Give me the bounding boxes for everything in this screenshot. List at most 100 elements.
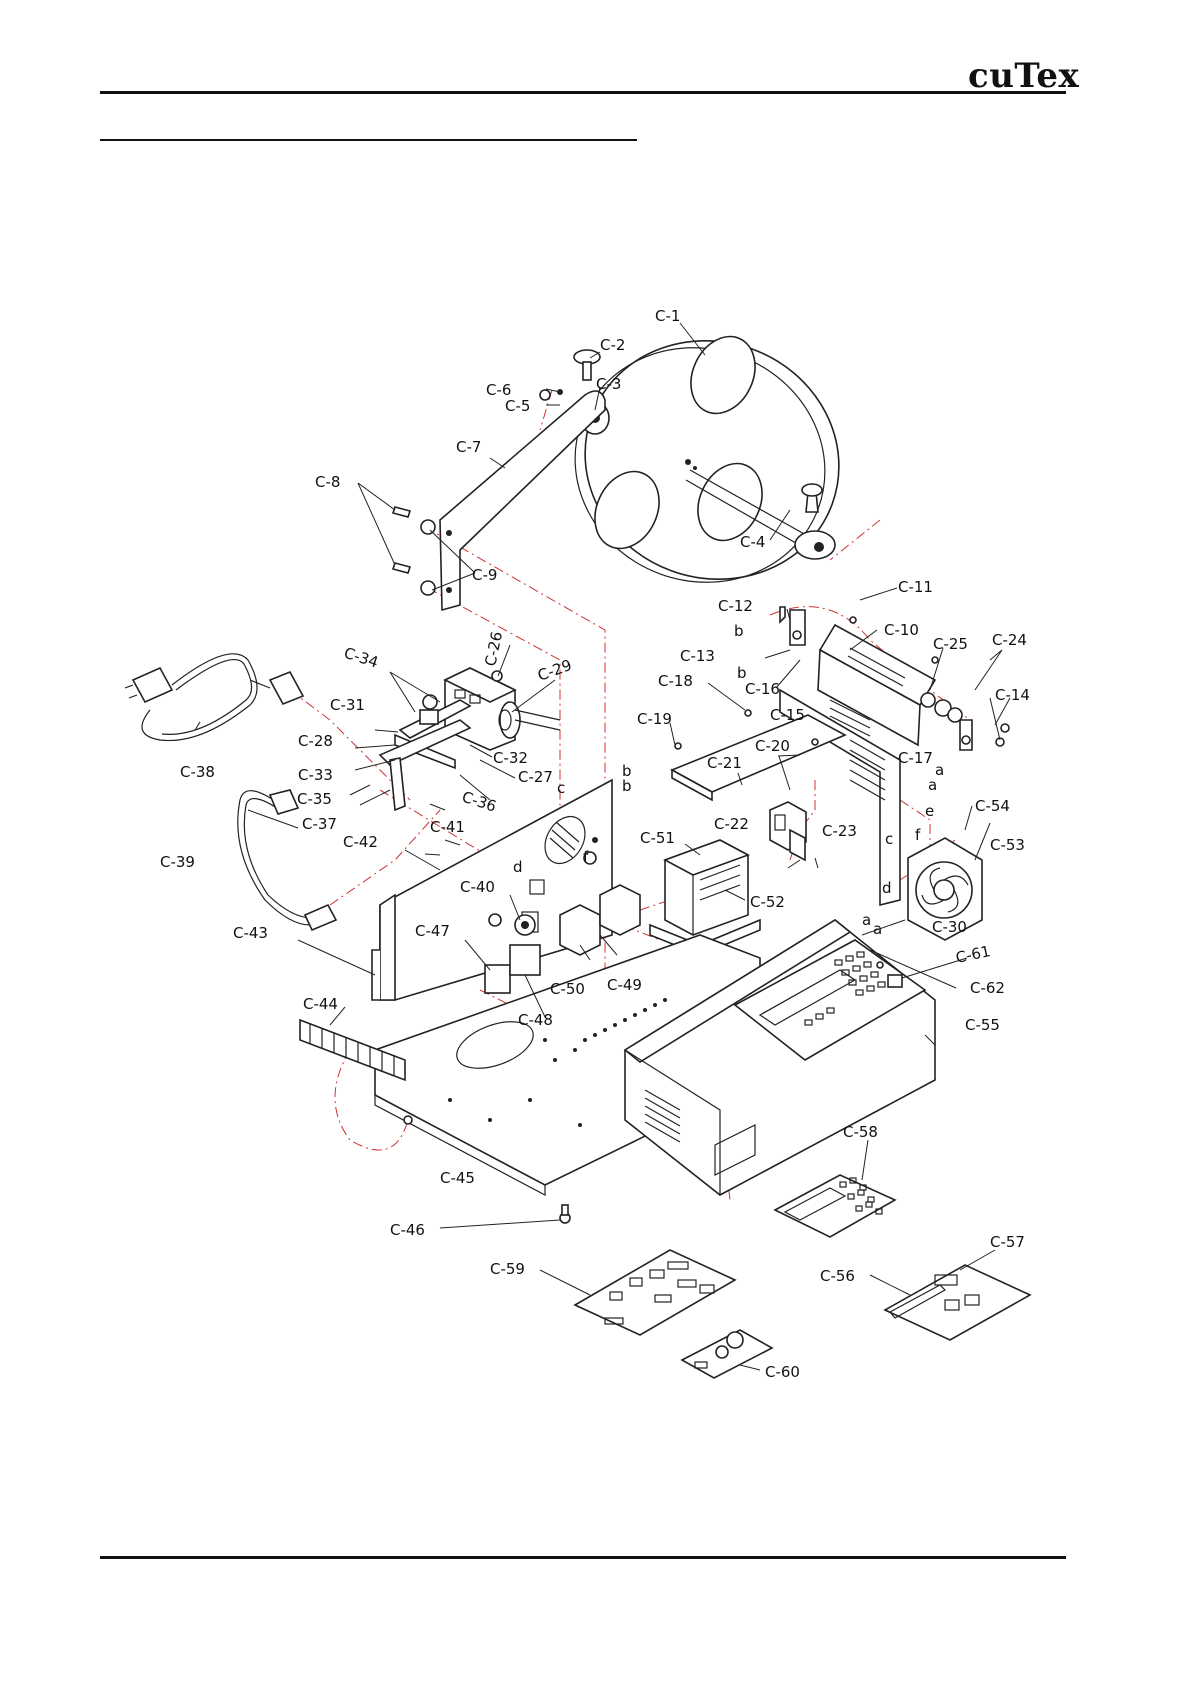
callout-c48: C-48 [518, 1011, 553, 1029]
callout-c28: C-28 [298, 732, 333, 750]
callout-c8: C-8 [315, 473, 340, 491]
header-rule [100, 91, 1066, 94]
callout-c14: C-14 [995, 686, 1030, 704]
main-transformer [649, 839, 761, 956]
small-bracket [769, 801, 807, 862]
callout-c5: C-5 [505, 397, 530, 415]
callout-c19: C-19 [637, 710, 672, 728]
reel-support-arm [391, 390, 606, 612]
callout-c32: C-32 [493, 749, 528, 767]
callout-c42: C-42 [343, 833, 378, 851]
callout-c38: C-38 [180, 763, 215, 781]
callout-c25: C-25 [933, 635, 968, 653]
callout-c50: C-50 [550, 980, 585, 998]
reel-disc [574, 335, 840, 583]
callout-c2: C-2 [600, 336, 625, 354]
main-circuit-board [573, 1249, 737, 1336]
callout-c40: C-40 [460, 878, 495, 896]
marker-b: b [737, 664, 747, 682]
callout-c27: C-27 [518, 768, 553, 786]
marker-d: d [882, 879, 892, 897]
marker-a: a [928, 776, 937, 794]
callout-c4: C-4 [740, 533, 765, 551]
callout-c61: C-61 [954, 942, 992, 967]
callout-c11: C-11 [898, 578, 933, 596]
reel-shaft [685, 469, 836, 560]
callout-c39: C-39 [160, 853, 195, 871]
callout-c7: C-7 [456, 438, 481, 456]
callout-c22: C-22 [714, 815, 749, 833]
callout-c10: C-10 [884, 621, 919, 639]
callout-c54: C-54 [975, 797, 1010, 815]
callout-c26: C-26 [481, 630, 506, 668]
power-cord [124, 653, 305, 742]
callout-c31: C-31 [330, 696, 365, 714]
callout-c44: C-44 [303, 995, 338, 1013]
callout-c6: C-6 [486, 381, 511, 399]
marker-f: f [915, 826, 921, 844]
callout-c30: C-30 [932, 918, 967, 936]
callout-c18: C-18 [658, 672, 693, 690]
marker-f: f [583, 848, 589, 866]
callout-c55: C-55 [965, 1016, 1000, 1034]
cover-housing [623, 919, 936, 1196]
callout-c47: C-47 [415, 922, 450, 940]
callout-c20: C-20 [755, 737, 790, 755]
callout-c21: C-21 [707, 754, 742, 772]
marker-e: e [925, 802, 934, 820]
marker-a: a [862, 911, 871, 929]
cpu-board [883, 1264, 1032, 1341]
power-supply-board [680, 1329, 774, 1379]
callout-c57: C-57 [990, 1233, 1025, 1251]
callout-c45: C-45 [440, 1169, 475, 1187]
front-panel [371, 778, 613, 1001]
bottom-screw [559, 1204, 571, 1224]
sensor-cable [237, 789, 338, 932]
callout-c16: C-16 [745, 680, 780, 698]
leader-lines [194, 322, 1011, 1371]
cooling-fan [907, 837, 983, 941]
title-underline [100, 139, 637, 141]
callout-c53: C-53 [990, 836, 1025, 854]
callout-c9: C-9 [472, 566, 497, 584]
marker-a: a [873, 920, 882, 938]
callout-c24: C-24 [992, 631, 1027, 649]
callout-c23: C-23 [822, 822, 857, 840]
rail-bracket [744, 606, 1010, 907]
callout-c1: C-1 [655, 307, 680, 325]
callout-c51: C-51 [640, 829, 675, 847]
callout-c35: C-35 [297, 790, 332, 808]
callout-c34: C-34 [342, 644, 381, 672]
terminal-strip [299, 1018, 406, 1082]
small-transformers [559, 884, 641, 956]
callout-c46: C-46 [390, 1221, 425, 1239]
callout-c43: C-43 [233, 924, 268, 942]
marker-b: b [622, 762, 632, 780]
keypad-membrane [773, 1174, 897, 1238]
footer-rule [100, 1556, 1066, 1559]
callout-c13: C-13 [680, 647, 715, 665]
callout-c15: C-15 [770, 706, 805, 724]
brand-logo: cuTex [968, 56, 1080, 96]
callout-c58: C-58 [843, 1123, 878, 1141]
callout-c49: C-49 [607, 976, 642, 994]
callout-c62: C-62 [970, 979, 1005, 997]
callout-c12: C-12 [718, 597, 753, 615]
marker-b: b [734, 622, 744, 640]
callout-c36: C-36 [460, 788, 499, 816]
callout-c56: C-56 [820, 1267, 855, 1285]
callout-c52: C-52 [750, 893, 785, 911]
callout-c3: C-3 [596, 375, 621, 393]
marker-c: c [557, 779, 565, 797]
callout-c37: C-37 [302, 815, 337, 833]
shelf-plate [670, 714, 847, 802]
callout-c41: C-41 [430, 818, 465, 836]
marker-b: b [622, 777, 632, 795]
marker-c: c [885, 830, 893, 848]
marker-a: a [935, 761, 944, 779]
callout-c33: C-33 [298, 766, 333, 784]
callout-c59: C-59 [490, 1260, 525, 1278]
callout-c60: C-60 [765, 1363, 800, 1381]
callout-c17: C-17 [898, 749, 933, 767]
